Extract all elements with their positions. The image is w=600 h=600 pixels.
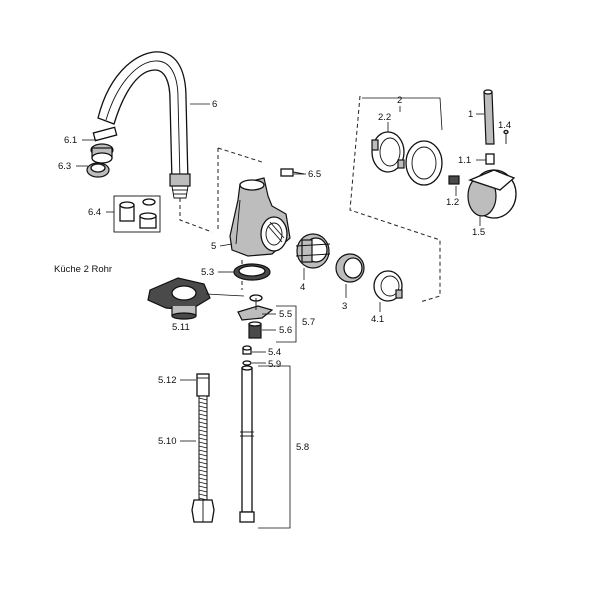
ring-part-3 [335,253,365,283]
hose-coil [198,417,208,421]
label-5-11: 5.11 [172,322,190,333]
label-5-6: 5.6 [279,325,292,336]
hose-coil [198,469,208,473]
label-2-2: 2.2 [378,112,391,123]
label-3: 3 [342,301,347,312]
hose-coil [198,485,208,489]
lever-part-1 [483,89,495,145]
label-5-3: 5.3 [201,267,214,278]
label-4: 4 [300,282,305,293]
group-bracket-2 [362,97,443,131]
spout-part-6 [97,51,191,199]
hose-coil [198,489,208,493]
hose-coil [198,437,208,441]
hose-coil [198,457,208,461]
hose-coil [198,445,208,449]
hose-coil [198,397,208,401]
label-5-5: 5.5 [279,309,292,320]
hose-coil [198,453,208,457]
label-5-10: 5.10 [158,436,177,447]
spout-seal-kit-6-4 [113,195,161,233]
label-6: 6 [212,99,217,110]
insert-part-1-1 [485,153,495,165]
ring-part-4-1 [373,270,403,302]
seal-part-6-3 [86,162,110,178]
ring-part-2-2 [371,131,405,173]
group-bracket-5-7 [276,305,297,343]
insert-part-5-6 [248,321,262,339]
hose-coil [198,425,208,429]
plate-part-5-5 [237,294,274,321]
hose-coil [198,477,208,481]
label-6-5: 6.5 [308,169,321,180]
label-5-8: 5.8 [296,442,309,453]
label-1-1: 1.1 [458,155,471,166]
aerator-part-6-1 [90,126,118,164]
knob-part-1-5 [467,169,517,219]
title-label: Küche 2 Rohr [54,264,112,275]
ring-part-5-3 [233,263,271,281]
hose-coil [198,421,208,425]
label-5: 5 [211,241,216,252]
hose-coil [198,461,208,465]
hose-part-5-10 [191,373,215,523]
screw-part-6-5 [280,168,305,177]
label-1-4: 1.4 [498,120,511,131]
hose-coil [198,409,208,413]
label-4-1: 4.1 [371,314,384,325]
cap-part-2 [405,140,443,186]
pipe-part-5-8 [239,365,255,523]
nut-part-5-4 [242,345,252,355]
hose-coil [198,449,208,453]
hose-coil [198,473,208,477]
label-5-7: 5.7 [302,317,315,328]
screw-part-1-2 [448,175,460,185]
base-plate-part-5-11 [147,277,211,320]
hose-coil [198,405,208,409]
label-1-2: 1.2 [446,197,459,208]
label-5-4: 5.4 [268,347,281,358]
label-5-12: 5.12 [158,375,177,386]
label-6-1: 6.1 [64,135,77,146]
hose-coil [198,493,208,497]
label-6-4: 6.4 [88,207,101,218]
group-bracket-5-8 [258,365,291,529]
label-1-5: 1.5 [472,227,485,238]
hose-coil [198,401,208,405]
cartridge-part-4 [295,233,331,269]
label-5-9: 5.9 [268,359,281,370]
label-6-3: 6.3 [58,161,71,172]
hose-coil [198,465,208,469]
hose-coil [198,433,208,437]
washer-part-5-9 [242,360,252,366]
hose-coil [198,429,208,433]
hose-coil [198,441,208,445]
pin-part-1-4 [503,129,509,144]
label-2: 2 [397,95,402,106]
faucet-body-part-5 [229,177,291,257]
hose-coil [198,413,208,417]
label-1: 1 [468,109,473,120]
hose-coil [198,481,208,485]
